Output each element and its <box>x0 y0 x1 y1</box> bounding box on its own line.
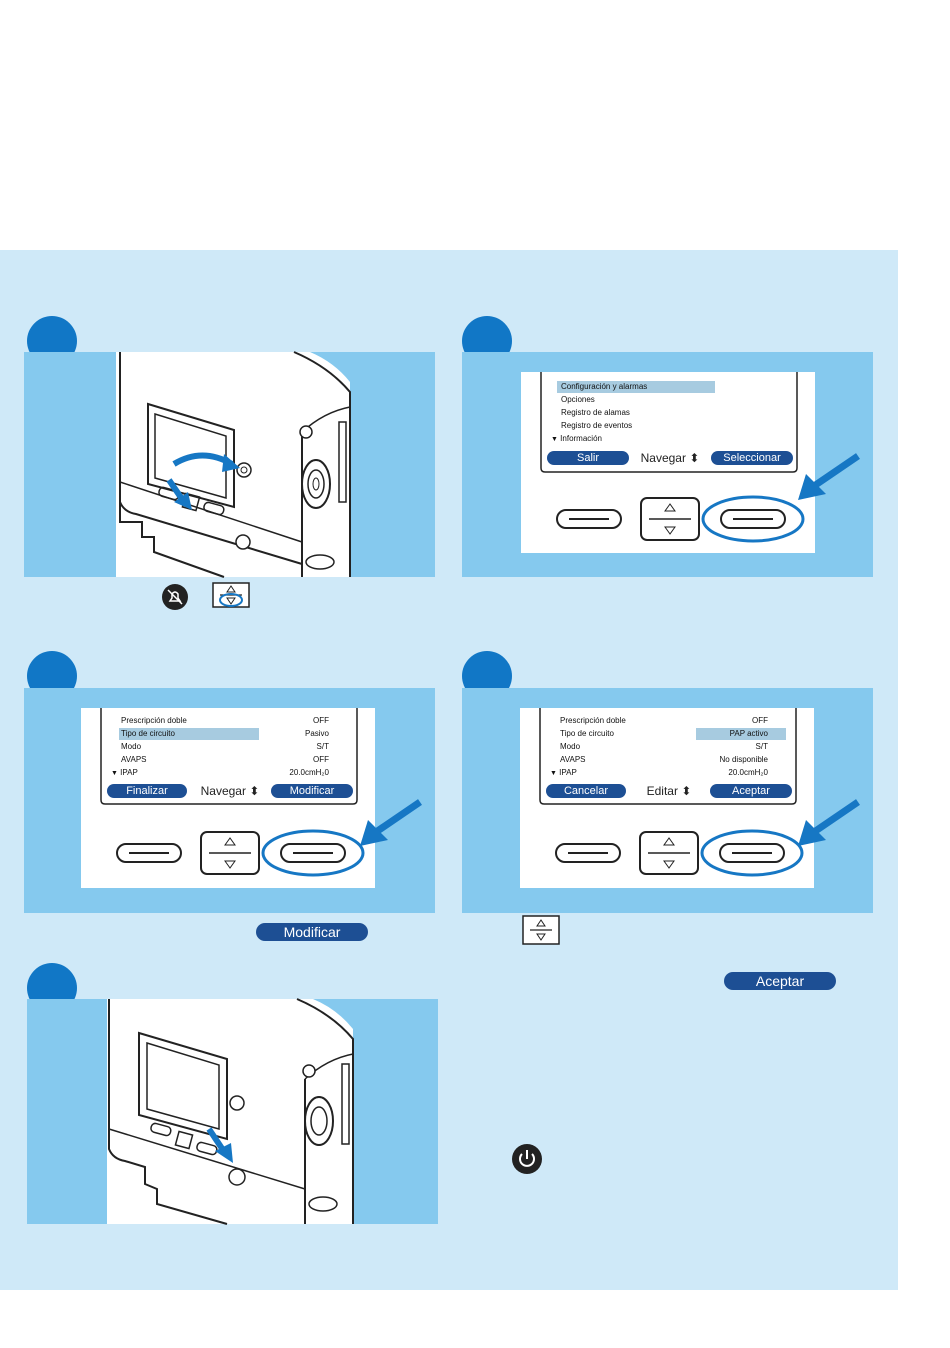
ventilator-device-illustration <box>107 998 354 1225</box>
softkey-center-label: Navegar ⬍ <box>640 451 700 465</box>
navigate-button-icon <box>212 582 250 608</box>
scroll-down-icon: ▼ <box>551 436 558 443</box>
up-down-icon: ⬍ <box>681 784 692 798</box>
arrow-icon <box>360 799 422 846</box>
hardware-buttons <box>116 829 365 877</box>
step-5-panel <box>27 998 438 1225</box>
lcd-frame <box>540 372 798 473</box>
scroll-down-icon: ▼ <box>550 770 557 777</box>
up-down-icon: ⬍ <box>689 451 700 465</box>
menu-item[interactable]: Opciones <box>561 395 595 404</box>
navigate-button-icon <box>522 915 560 945</box>
ventilator-device-illustration <box>116 351 351 578</box>
menu-item[interactable]: ▼ Información <box>551 434 602 443</box>
value-highlight <box>696 728 786 740</box>
soft-key-bar: Cancelar Editar ⬍ Aceptar <box>546 784 792 798</box>
hardware-buttons <box>556 495 805 543</box>
step-1-panel <box>24 351 435 578</box>
softkey-left-label: Cancelar <box>546 784 626 798</box>
softkey-left-label: Salir <box>547 451 629 465</box>
step-2-panel: Configuración y alarmas Opciones Registr… <box>462 352 873 577</box>
softkey-right-label: Modificar <box>271 784 353 798</box>
soft-key-bar: Salir Navegar ⬍ Seleccionar <box>547 451 793 465</box>
lcd-frame <box>539 708 797 805</box>
up-down-icon: ⬍ <box>249 784 260 798</box>
menu-highlight <box>557 381 715 393</box>
soft-key-bar: Finalizar Navegar ⬍ Modificar <box>107 784 353 798</box>
arrow-icon <box>798 453 860 500</box>
arrow-icon <box>798 799 860 846</box>
menu-highlight <box>119 728 259 740</box>
softkey-right-label: Aceptar <box>710 784 792 798</box>
lcd-frame <box>100 708 358 805</box>
aceptar-key-label: Aceptar <box>724 972 836 990</box>
menu-item[interactable]: Registro de alamas <box>561 408 630 417</box>
menu-item[interactable]: Configuración y alarmas <box>561 382 648 391</box>
main-menu-list: Configuración y alarmas Opciones Registr… <box>551 380 791 450</box>
softkey-right-label: Seleccionar <box>711 451 793 465</box>
modificar-key-label: Modificar <box>256 923 368 941</box>
softkey-left-label: Finalizar <box>107 784 187 798</box>
power-icon <box>512 1144 542 1174</box>
step-2-screen-card: Configuración y alarmas Opciones Registr… <box>521 372 815 553</box>
softkey-center-label: Navegar ⬍ <box>200 784 260 798</box>
softkey-center-label: Editar ⬍ <box>646 784 692 798</box>
alarm-silence-icon <box>162 584 188 610</box>
hardware-buttons <box>555 829 804 877</box>
menu-item[interactable]: Registro de eventos <box>561 421 633 430</box>
scroll-down-icon: ▼ <box>111 770 118 777</box>
